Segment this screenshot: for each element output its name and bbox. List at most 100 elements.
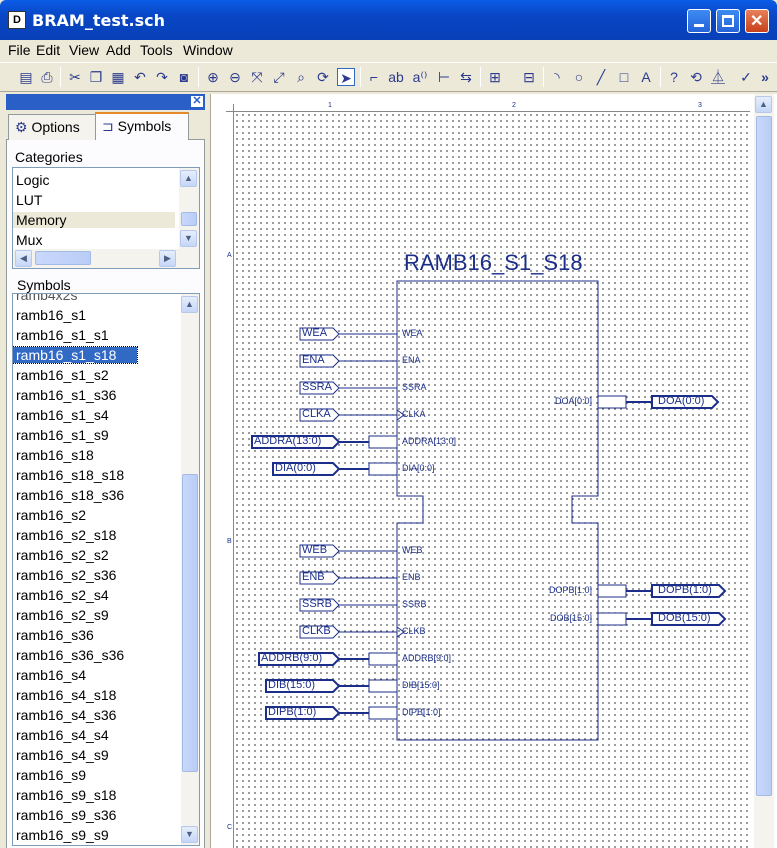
category-item[interactable]: Mux [16, 232, 43, 248]
zoom-full-icon[interactable]: ⤧ [251, 69, 263, 85]
draw-arc-icon[interactable]: ◝ [554, 69, 560, 85]
symbol-item[interactable]: ramb16_s18_s36 [16, 487, 125, 503]
pin-label: ADDRB[9:0] [402, 653, 452, 663]
symbol-item[interactable]: ramb16_s2_s36 [16, 567, 117, 583]
add-bus-tap-icon[interactable]: ⊢ [437, 69, 451, 85]
symbol-item[interactable]: ramb16_s36 [16, 627, 94, 643]
category-item[interactable]: LUT [16, 192, 43, 208]
zoom-in-icon[interactable]: ⊕ [207, 69, 219, 85]
symbol-item[interactable]: ramb16_s1 [16, 307, 87, 323]
scroll-thumb[interactable] [756, 116, 772, 796]
symbol-item[interactable]: ramb16_s18 [16, 447, 94, 463]
copy-icon[interactable]: ❐ [89, 69, 103, 85]
menu-edit[interactable]: Edit [36, 42, 61, 58]
symbol-item[interactable]: ramb16_s2 [16, 507, 87, 523]
scroll-thumb[interactable] [181, 212, 197, 226]
print-icon[interactable]: ⎙ [41, 69, 53, 85]
zoom-selection-icon[interactable]: ⤢ [273, 69, 285, 85]
scroll-thumb[interactable] [182, 474, 198, 772]
app-icon: D [8, 11, 26, 29]
symbol-item[interactable]: ramb16_s18_s18 [16, 467, 125, 483]
symbol-item[interactable]: ramb16_s1_s4 [16, 407, 109, 423]
symbol-item[interactable]: ramb16_s2_s2 [16, 547, 109, 563]
symbol-item[interactable]: ramb16_s9_s18 [16, 787, 117, 803]
save-icon[interactable]: ▤ [19, 69, 33, 85]
categories-vscrollbar[interactable]: ▲ ▼ [179, 168, 199, 250]
symbol-item[interactable]: ramb16_s4_s9 [16, 747, 109, 763]
paste-icon[interactable]: ▦ [111, 69, 125, 85]
symbol-item[interactable]: ramb16_s9 [16, 767, 87, 783]
close-button[interactable]: ✕ [745, 9, 769, 33]
symbol-item[interactable]: ramb16_s2_s9 [16, 607, 109, 623]
menu-view[interactable]: View [69, 42, 100, 58]
zoom-out-icon[interactable]: ⊖ [229, 69, 241, 85]
categories-hscrollbar[interactable]: ◀ ▶ [13, 249, 199, 268]
schematic-vscrollbar[interactable]: ▲ [754, 94, 774, 848]
symbol-item[interactable]: ramb16_s36_s36 [16, 647, 125, 663]
input-port-marker [299, 598, 340, 612]
symbol-item[interactable]: ramb16_s4_s36 [16, 707, 117, 723]
scroll-right-icon[interactable]: ▶ [159, 250, 176, 267]
add-symbol-icon[interactable]: ⊞ [489, 69, 501, 85]
scroll-up-icon[interactable]: ▲ [180, 170, 197, 187]
toolbar-overflow-icon[interactable]: » [761, 69, 769, 85]
find-icon[interactable]: ◙ [179, 69, 189, 85]
symbols-vscrollbar[interactable]: ▲ ▼ [181, 294, 199, 845]
input-port-marker [251, 435, 341, 449]
help-icon[interactable]: ? [670, 69, 678, 85]
category-item[interactable]: Logic [16, 172, 50, 188]
scroll-left-icon[interactable]: ◀ [15, 250, 32, 267]
category-item-selected[interactable]: Memory [13, 212, 175, 228]
symbol-item[interactable]: ramb16_s4_s18 [16, 687, 117, 703]
minimize-button[interactable] [687, 9, 711, 33]
menu-tools[interactable]: Tools [140, 42, 173, 58]
symbol-item[interactable]: ramb16_s1_s36 [16, 387, 117, 403]
draw-rectangle-icon[interactable]: □ [619, 69, 629, 85]
symbol-item[interactable]: ramb16_s1_s2 [16, 367, 109, 383]
rotate-icon[interactable]: ⟲ [690, 69, 702, 85]
scroll-up-icon[interactable]: ▲ [181, 296, 198, 313]
categories-list[interactable]: Logic LUT Memory Mux ▲ ▼ ◀ ▶ [12, 167, 200, 269]
menu-window[interactable]: Window [183, 42, 233, 58]
symbol-item[interactable]: ramb16_s1_s9 [16, 427, 109, 443]
maximize-button[interactable] [716, 9, 740, 33]
schematic-canvas[interactable] [234, 112, 750, 848]
scroll-down-icon[interactable]: ▼ [180, 230, 197, 247]
input-port-label: DIB(15:0) [268, 679, 316, 691]
zoom-area-icon[interactable]: ⌕ [297, 69, 305, 85]
draw-circle-icon[interactable]: ○ [574, 69, 584, 85]
symbol-item[interactable]: ramb16_s1_s1 [16, 327, 109, 343]
symbol-item-selected[interactable]: ramb16_s1_s18 [13, 346, 138, 364]
undo-icon[interactable]: ↶ [134, 69, 146, 85]
scroll-up-icon[interactable]: ▲ [755, 96, 772, 113]
menu-add[interactable]: Add [106, 42, 131, 58]
check-schematic-icon[interactable]: ✓ [740, 69, 752, 85]
symbol-item[interactable]: ramb16_s2_s4 [16, 587, 109, 603]
input-port-marker [299, 544, 340, 558]
scroll-thumb[interactable] [35, 251, 91, 265]
scroll-down-icon[interactable]: ▼ [181, 826, 198, 843]
rename-bus-icon[interactable]: a⁽⁾ [412, 69, 428, 85]
symbol-item[interactable]: ramb4x2s [16, 293, 78, 303]
cut-icon[interactable]: ✂ [69, 69, 81, 85]
add-io-marker-icon[interactable]: ⇆ [460, 69, 472, 85]
symbol-item[interactable]: ramb16_s2_s18 [16, 527, 117, 543]
menu-file[interactable]: File [8, 42, 31, 58]
tab-options[interactable]: ⚙ Options [8, 114, 96, 140]
tab-symbols[interactable]: ⊐ Symbols [95, 112, 189, 141]
mirror-icon[interactable]: ⏅ [711, 69, 725, 85]
add-instance-icon[interactable]: ⊟ [523, 69, 535, 85]
draw-line-icon[interactable]: ╱ [596, 69, 606, 85]
add-text-icon[interactable]: A [641, 69, 651, 85]
add-net-name-icon[interactable]: ab [388, 69, 404, 85]
symbol-item[interactable]: ramb16_s9_s36 [16, 807, 117, 823]
symbol-item[interactable]: ramb16_s9_s9 [16, 827, 109, 843]
symbols-list[interactable]: ramb4x2s ramb16_s1 ramb16_s1_s1 ramb16_s1_… [12, 293, 200, 846]
refresh-icon[interactable]: ⟳ [317, 69, 329, 85]
select-pointer-icon[interactable]: ➤ [337, 68, 355, 86]
symbol-item[interactable]: ramb16_s4_s4 [16, 727, 109, 743]
panel-close-icon[interactable]: ✕ [190, 95, 204, 108]
symbol-item[interactable]: ramb16_s4 [16, 667, 87, 683]
add-wire-icon[interactable]: ⌐ [369, 69, 379, 85]
redo-icon[interactable]: ↷ [156, 69, 168, 85]
